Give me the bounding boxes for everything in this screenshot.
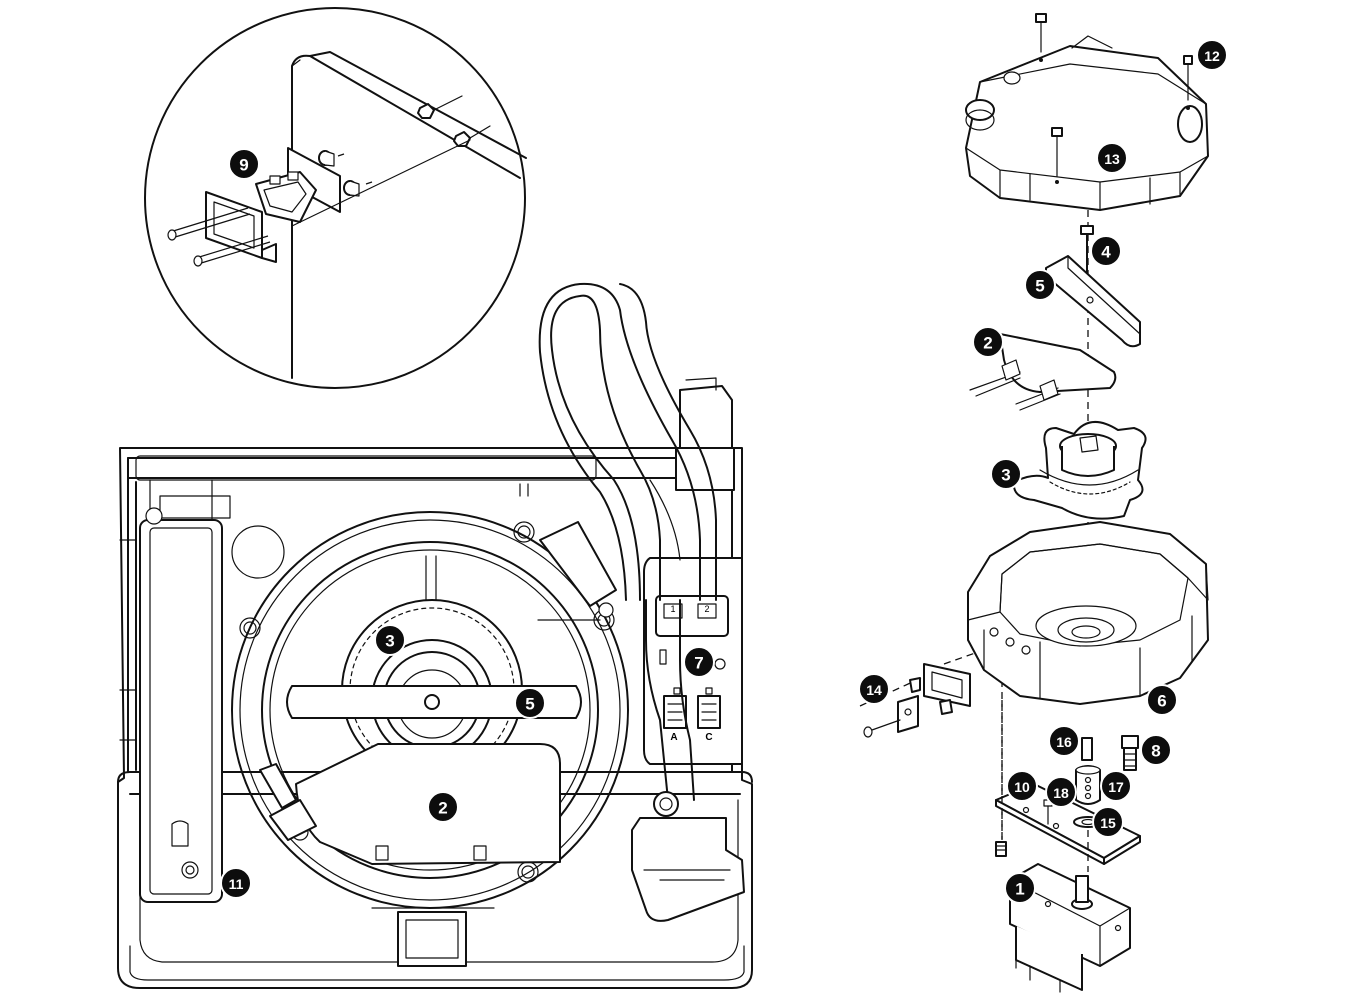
callout-number: 14 (866, 682, 882, 698)
lid-13 (965, 35, 1209, 211)
callout-badge-circle (427, 791, 459, 823)
callout-badge-circle (1004, 872, 1036, 904)
callout-c2-13: 13 (1096, 142, 1128, 174)
callout-badge-circle (1090, 235, 1122, 267)
callout-number: 9 (239, 156, 248, 175)
callout-number: 17 (1108, 779, 1124, 795)
callout-badge-circle (1100, 770, 1132, 802)
callout-number: 13 (1104, 151, 1120, 167)
callout-badge-circle (858, 673, 890, 705)
callout-c1-main-11: 11 (220, 867, 252, 899)
callout-c2-15: 15 (1092, 806, 1124, 838)
connector-label-2: 2 (704, 604, 709, 614)
callout-c2-16: 16 (1048, 725, 1080, 757)
callout-c2-12: 12 (1196, 39, 1228, 71)
callout-c2-14: 14 (858, 673, 890, 705)
callout-c2-1: 1 (1004, 872, 1036, 904)
callout-badge-circle (1092, 806, 1124, 838)
detail-inset (144, 7, 527, 389)
callout-number: 2 (438, 799, 447, 818)
callout-badge-circle (972, 326, 1004, 358)
callout-c2-8: 8 (1140, 734, 1172, 766)
exploded-view (859, 13, 1209, 993)
callout-badge-circle (1045, 776, 1077, 808)
callout-badge-circle (374, 624, 406, 656)
callout-number: 3 (385, 632, 394, 651)
callout-number: 6 (1157, 692, 1166, 711)
callout-c1-main-2: 2 (427, 791, 459, 823)
main-assembly-top-view: 1 2 A C (117, 282, 753, 989)
mount-plate-10 (995, 783, 1141, 865)
callout-badge-circle (1096, 142, 1128, 174)
callout-badge-circle (990, 458, 1022, 490)
switch-bracket-14 (863, 663, 971, 738)
callout-number: 15 (1100, 815, 1116, 831)
callout-number: 12 (1204, 48, 1220, 64)
callout-number: 5 (1035, 277, 1044, 296)
callout-number: 8 (1151, 742, 1160, 761)
callout-c2-4: 4 (1090, 235, 1122, 267)
callout-badge-circle (1048, 725, 1080, 757)
callout-badge-circle (1140, 734, 1172, 766)
lid-screws-12 (1035, 13, 1193, 184)
callout-number: 1 (1015, 880, 1024, 899)
callout-c1-main-3: 3 (374, 624, 406, 656)
callout-number: 10 (1014, 779, 1030, 795)
spinner-arm (286, 685, 582, 719)
callout-badge-circle (514, 687, 546, 719)
callout-c2-17: 17 (1100, 770, 1132, 802)
left-cover (139, 479, 231, 903)
callout-badge-circle (228, 148, 260, 180)
callout-number: 18 (1053, 785, 1069, 801)
spool-3 (1012, 421, 1147, 520)
callout-number: 2 (983, 334, 992, 353)
callout-c2-3: 3 (990, 458, 1022, 490)
connector-label-1: 1 (670, 604, 675, 614)
callout-badge-circle (1024, 269, 1056, 301)
shaft-16-17 (1075, 737, 1101, 805)
callout-c1-main-7: 7 (683, 646, 715, 678)
screw-4 (1080, 225, 1094, 277)
callout-number: 16 (1056, 734, 1072, 750)
callout-c2-6: 6 (1146, 684, 1178, 716)
connector-label-a: A (670, 732, 677, 743)
callout-number: 7 (694, 654, 703, 673)
callout-badge-circle (683, 646, 715, 678)
callout-c2-10: 10 (1006, 770, 1038, 802)
callout-badge-circle (1196, 39, 1228, 71)
connector-label-c: C (705, 732, 712, 743)
callout-number: 5 (525, 695, 534, 714)
callout-c2-5: 5 (1024, 269, 1056, 301)
callout-c2-2: 2 (972, 326, 1004, 358)
power-cord (538, 282, 717, 801)
callout-number: 4 (1101, 243, 1111, 262)
callout-c2-18: 18 (1045, 776, 1077, 808)
motor-1 (1009, 830, 1131, 993)
bowl-6 (967, 521, 1209, 705)
callout-c1-main-5: 5 (514, 687, 546, 719)
callout-c1-inset-9: 9 (228, 148, 260, 180)
power-plug (631, 791, 745, 922)
callout-badge-circle (220, 867, 252, 899)
callout-number: 11 (229, 876, 244, 892)
callout-badge-circle (1146, 684, 1178, 716)
callout-badge-circle (1006, 770, 1038, 802)
callout-number: 3 (1001, 466, 1010, 485)
fitting-8 (1121, 735, 1139, 771)
